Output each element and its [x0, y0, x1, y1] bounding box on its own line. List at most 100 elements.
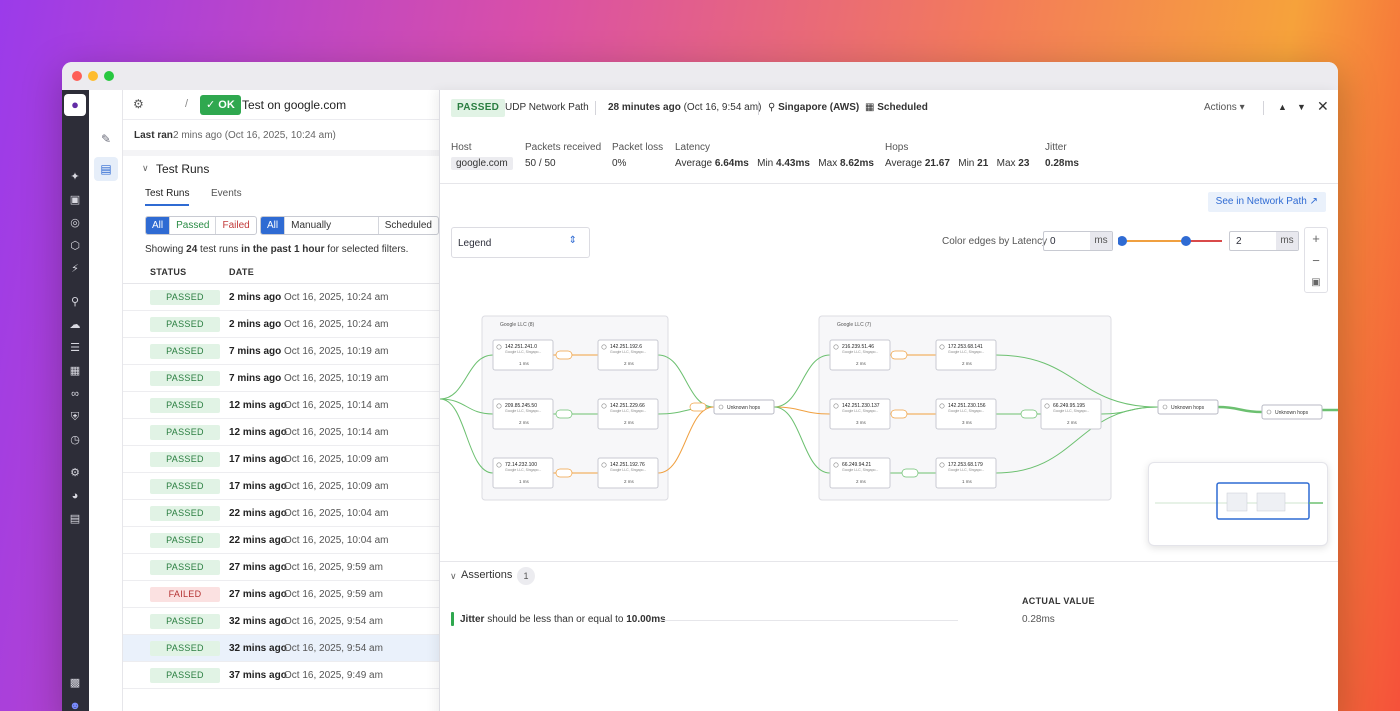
- sparkle-icon[interactable]: ✦: [66, 168, 84, 186]
- tab-test-runs[interactable]: Test Runs: [145, 188, 189, 206]
- hop-latency: 2 ms: [856, 361, 867, 366]
- chevron-down-icon[interactable]: ∨: [142, 163, 149, 174]
- run-status-badge: PASSED: [150, 668, 220, 683]
- test-runs-section-header[interactable]: ∨ Test Runs: [123, 156, 439, 182]
- filter-manually-triggered[interactable]: Manually Triggered: [285, 217, 379, 234]
- filter-passed[interactable]: Passed: [170, 217, 216, 234]
- showing-summary: Showing 24 test runs in the past 1 hour …: [145, 244, 408, 255]
- tab-events[interactable]: Events: [211, 188, 242, 199]
- synthetics-gear-icon[interactable]: ⚙: [133, 97, 144, 111]
- run-time: 28 minutes ago (Oct 16, 9:54 am): [608, 102, 761, 113]
- table-row[interactable]: PASSED17 mins agoOct 16, 2025, 10:09 am: [123, 446, 439, 473]
- assertions-count: 1: [517, 567, 535, 585]
- loss-label: Packet loss: [612, 142, 663, 153]
- integrations-icon[interactable]: ▩: [66, 674, 84, 692]
- edge-latency-pill: [556, 410, 572, 418]
- run-date: Oct 16, 2025, 10:24 am: [284, 292, 389, 303]
- run-relative-time: 7 mins ago: [229, 373, 281, 384]
- trigger-filter: All Manually Triggered Scheduled: [260, 216, 439, 235]
- datadog-logo-icon[interactable]: ●: [64, 94, 86, 116]
- minimize-window-button[interactable]: [88, 71, 98, 81]
- close-window-button[interactable]: [72, 71, 82, 81]
- link-icon[interactable]: ∞: [66, 385, 84, 403]
- jitter-value: 0.28ms: [1045, 158, 1079, 169]
- table-row[interactable]: PASSED7 mins agoOct 16, 2025, 10:19 am: [123, 338, 439, 365]
- monitor-icon[interactable]: ◎: [66, 214, 84, 232]
- hops-min: 21: [977, 158, 988, 169]
- filter-all-status[interactable]: All: [146, 217, 170, 234]
- hop-latency: 1 ms: [519, 479, 530, 484]
- table-row[interactable]: PASSED27 mins agoOct 16, 2025, 9:59 am: [123, 554, 439, 581]
- latency-label: Latency: [675, 142, 710, 153]
- packets-value: 50 / 50: [525, 158, 556, 169]
- run-date: Oct 16, 2025, 10:14 am: [284, 427, 389, 438]
- dashboard-list-icon[interactable]: ▤: [66, 510, 84, 528]
- location: ⚲ Singapore (AWS): [768, 102, 859, 113]
- table-row[interactable]: PASSED7 mins agoOct 16, 2025, 10:19 am: [123, 365, 439, 392]
- gauge-icon[interactable]: ◕: [66, 487, 84, 505]
- shield-icon[interactable]: ⛨: [66, 408, 84, 426]
- graph-minimap[interactable]: [1148, 462, 1328, 546]
- table-row[interactable]: PASSED32 mins agoOct 16, 2025, 9:54 am: [123, 635, 439, 662]
- hop-org: Google LLC, Singapo...: [505, 409, 541, 413]
- hop-org: Google LLC, Singapo...: [948, 409, 984, 413]
- edge-latency-pill: [690, 403, 706, 411]
- cube-icon[interactable]: ⬡: [66, 237, 84, 255]
- column-date: DATE: [229, 267, 254, 277]
- run-relative-time: 37 mins ago: [229, 670, 287, 681]
- logs-icon[interactable]: ☰: [66, 339, 84, 357]
- dashboard-icon[interactable]: ▣: [66, 191, 84, 209]
- run-relative-time: 17 mins ago: [229, 481, 287, 492]
- hop-org: Google LLC, Singapo...: [1053, 409, 1089, 413]
- next-run-button[interactable]: ▼: [1297, 102, 1306, 112]
- assertions-header[interactable]: ∨ Assertions 1: [440, 562, 1338, 590]
- run-date: Oct 16, 2025, 10:04 am: [284, 535, 389, 546]
- filter-scheduled[interactable]: Scheduled: [379, 217, 438, 234]
- services-icon[interactable]: ⚲: [66, 293, 84, 311]
- lightning-icon[interactable]: ⚡: [66, 260, 84, 278]
- edit-icon[interactable]: ✎: [94, 127, 118, 151]
- maximize-window-button[interactable]: [104, 71, 114, 81]
- network-path-graph[interactable]: See in Network Path ↗ Legend⇕ Color edge…: [440, 184, 1338, 562]
- table-row[interactable]: PASSED2 mins agoOct 16, 2025, 10:24 am: [123, 311, 439, 338]
- table-row[interactable]: PASSED37 mins agoOct 16, 2025, 9:49 am: [123, 662, 439, 689]
- synthetics-icon[interactable]: ◷: [66, 431, 84, 449]
- filter-all-trigger[interactable]: All: [261, 217, 285, 234]
- table-row[interactable]: PASSED12 mins agoOct 16, 2025, 10:14 am: [123, 419, 439, 446]
- table-row[interactable]: PASSED17 mins agoOct 16, 2025, 10:09 am: [123, 473, 439, 500]
- last-ran-info: Last ran 2 mins ago (Oct 16, 2025, 10:24…: [123, 120, 439, 150]
- host-label: Host: [451, 142, 472, 153]
- bug-icon[interactable]: ⚙: [66, 464, 84, 482]
- table-row[interactable]: PASSED22 mins agoOct 16, 2025, 10:04 am: [123, 500, 439, 527]
- loss-value: 0%: [612, 158, 626, 169]
- run-status-badge: PASSED: [150, 479, 220, 494]
- showing-count: 24: [186, 244, 197, 255]
- infra-icon[interactable]: ▦: [66, 362, 84, 380]
- table-row[interactable]: FAILED27 mins agoOct 16, 2025, 9:59 am: [123, 581, 439, 608]
- assertion-divider: [661, 620, 958, 621]
- test-runs-rail-icon[interactable]: ▤: [94, 157, 118, 181]
- filter-failed[interactable]: Failed: [216, 217, 255, 234]
- previous-run-button[interactable]: ▲: [1278, 102, 1287, 112]
- table-row[interactable]: PASSED22 mins agoOct 16, 2025, 10:04 am: [123, 527, 439, 554]
- main-sidebar: ● ✦ ▣ ◎ ⬡ ⚡ ⚲ ☁ ☰ ▦ ∞ ⛨ ◷ ⚙ ◕ ▤ ▩ ☻: [62, 90, 89, 711]
- run-status-badge: PASSED: [150, 641, 220, 656]
- showing-mid: test runs: [197, 244, 241, 255]
- run-date: Oct 16, 2025, 9:59 am: [284, 589, 383, 600]
- unknown-hops-label: Unknown hops: [1171, 405, 1205, 411]
- run-status-badge: PASSED: [150, 425, 220, 440]
- close-icon[interactable]: ✕: [1317, 98, 1329, 115]
- actions-button[interactable]: Actions ▾: [1204, 102, 1245, 113]
- cloud-icon[interactable]: ☁: [66, 316, 84, 334]
- as-group-label: Google LLC (7): [837, 322, 872, 328]
- table-row[interactable]: PASSED2 mins agoOct 16, 2025, 10:24 am: [123, 284, 439, 311]
- run-status-badge: PASSED: [150, 614, 220, 629]
- stats-bar: Host google.com Packets received 50 / 50…: [440, 126, 1338, 184]
- chevron-down-icon[interactable]: ∨: [450, 571, 457, 582]
- user-icon[interactable]: ☻: [66, 697, 84, 711]
- table-row[interactable]: PASSED12 mins agoOct 16, 2025, 10:14 am: [123, 392, 439, 419]
- table-row[interactable]: PASSED32 mins agoOct 16, 2025, 9:54 am: [123, 608, 439, 635]
- hop-org: Google LLC, Singapo...: [610, 409, 646, 413]
- hop-latency: 2 ms: [962, 361, 973, 366]
- test-status-badge: ✓ OK: [200, 95, 241, 115]
